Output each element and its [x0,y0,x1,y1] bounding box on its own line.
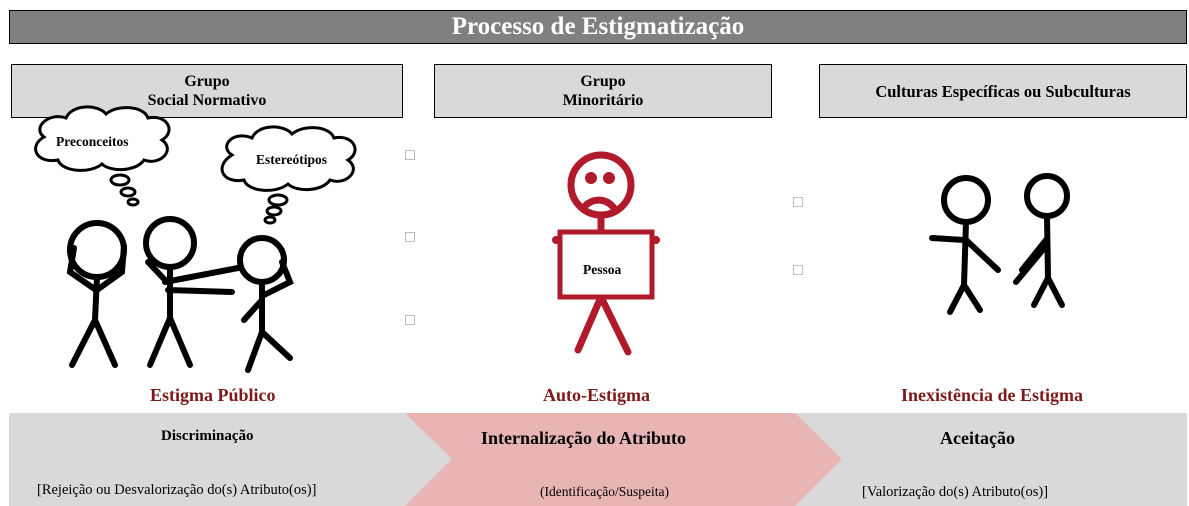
placeholder-square [793,265,803,275]
bottom-right-title: Aceitação [940,428,1015,448]
bottom-left-subtitle: [Rejeição ou Desvalorização do(s) Atribu… [37,482,317,498]
label-self-stigma: Auto-Estigma [543,385,650,405]
sign-board [552,229,660,300]
sign-text: Pessoa [583,262,622,277]
label-public-stigma: Estigma Público [150,385,276,405]
header-specific-cultures: Culturas Específicas ou Subculturas [819,64,1187,118]
header-social-normative-group: Grupo Social Normativo [11,64,403,118]
placeholder-square [793,197,803,207]
thought-cloud-preconceptions [34,105,171,207]
header-minority-line1: Grupo [580,73,626,90]
bottom-center-title: Internalização do Atributo [481,428,686,448]
header-culture-line1: Culturas Específicas ou Subculturas [875,81,1131,101]
cloud-text-stereotypes: Estereótipos [256,152,327,167]
placeholder-square [405,232,415,242]
header-minority-group: Grupo Minoritário [434,64,772,118]
stick-figure-accepting [929,175,1001,315]
internalization-arrow [405,413,842,506]
diagram-title-bar: Processo de Estigmatização [9,10,1187,44]
thought-cloud-stereotypes [220,125,357,225]
header-social-line2: Social Normativo [147,92,267,109]
stick-figure-excluded [237,235,294,373]
cloud-text-preconceptions: Preconceitos [56,134,129,149]
diagram-title: Processo de Estigmatização [451,13,745,40]
stick-figure-hands-on-head [66,220,127,368]
bottom-right-subtitle: [Valorização do(s) Atributo(os)] [862,484,1049,500]
bottom-center-subtitle: (Identificação/Suspeita) [540,484,669,499]
placeholder-square [405,315,415,325]
placeholder-square [405,150,415,160]
stick-figure-accepted [1013,173,1070,308]
header-minority-line2: Minoritário [562,92,644,109]
stick-figure-self-stigma [567,151,635,356]
label-no-stigma: Inexistência de Estigma [901,385,1083,405]
header-social-line1: Grupo [184,73,230,90]
stick-figure-pointing [143,216,241,368]
bottom-left-title: Discriminação [161,428,254,444]
